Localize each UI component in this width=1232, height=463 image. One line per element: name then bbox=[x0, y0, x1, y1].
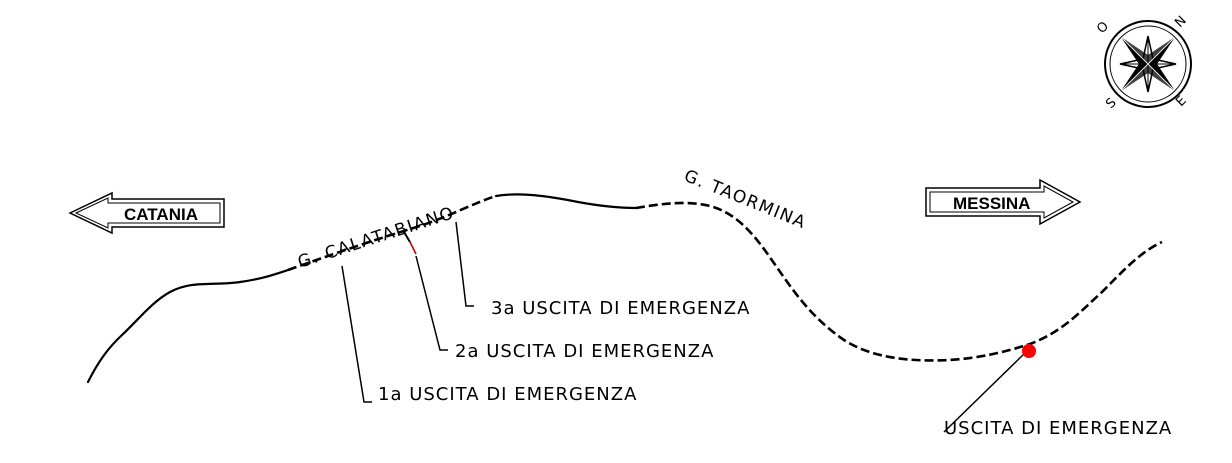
compass-rose-icon: N E S O bbox=[1094, 13, 1192, 112]
leader-3a bbox=[455, 221, 474, 307]
road-tunnels bbox=[287, 194, 1163, 362]
road-middle-segment bbox=[494, 193, 638, 210]
compass-north: N bbox=[1172, 13, 1189, 30]
direction-arrow-messina: MESSINA bbox=[925, 178, 1082, 226]
compass-east: E bbox=[1173, 93, 1189, 109]
road-west-segment bbox=[86, 268, 290, 384]
exit-label-2a: 2a USCITA DI EMERGENZA bbox=[455, 341, 714, 362]
tunnel-calatabiano bbox=[287, 194, 497, 272]
exit-spur-tip bbox=[409, 241, 417, 255]
left-arrow-icon bbox=[68, 191, 225, 235]
exit-label-1a: 1a USCITA DI EMERGENZA bbox=[378, 384, 637, 405]
road-open-segments bbox=[86, 193, 638, 384]
tunnel-label-calatabiano: G. CALATABIANO bbox=[295, 203, 457, 273]
exit-marker-dot bbox=[1022, 344, 1036, 358]
exit-label-3a: 3a USCITA DI EMERGENZA bbox=[491, 298, 750, 319]
compass-south: S bbox=[1103, 95, 1119, 111]
exit-leaders bbox=[341, 221, 1027, 433]
tunnel-label-taormina: G. TAORMINA bbox=[681, 166, 809, 233]
leader-1a bbox=[341, 265, 372, 403]
direction-arrow-catania: CATANIA bbox=[68, 191, 225, 235]
exit-spur bbox=[403, 231, 411, 243]
compass-west: O bbox=[1094, 19, 1112, 37]
exit-label-taormina: USCITA DI EMERGENZA bbox=[944, 418, 1172, 439]
right-arrow-icon bbox=[925, 178, 1082, 226]
tunnel-taormina bbox=[635, 201, 1163, 362]
leader-2a bbox=[415, 255, 448, 351]
direction-label-catania: CATANIA bbox=[124, 205, 198, 224]
leader-taormina bbox=[943, 351, 1027, 433]
direction-label-messina: MESSINA bbox=[953, 194, 1030, 213]
